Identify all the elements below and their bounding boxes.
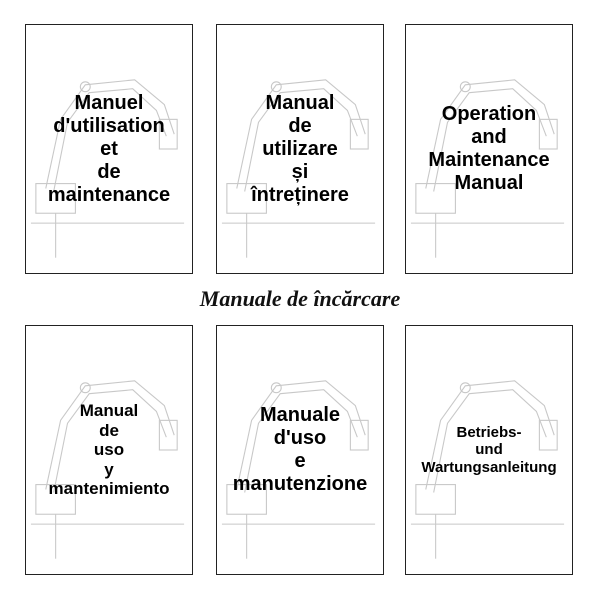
title-line: Betriebs-: [456, 424, 522, 442]
title-line: y: [104, 459, 114, 479]
title-line: and: [471, 126, 507, 148]
title-line: utilizare: [262, 137, 338, 160]
title-line: întreținere: [251, 183, 349, 206]
manual-title: Manual de utilizare și întreținere: [217, 25, 383, 273]
title-line: Manual: [454, 172, 524, 194]
manual-title: Betriebs- und Wartungsanleitung: [406, 326, 572, 574]
title-line: uso: [93, 440, 125, 460]
title-line: de: [97, 160, 121, 183]
manual-title: Operation and Maintenance Manual: [406, 25, 572, 273]
title-line: mantenimiento: [48, 479, 170, 499]
title-line: d'uso: [273, 427, 327, 449]
crane-illustration: [221, 380, 376, 559]
title-line: et: [100, 137, 118, 160]
title-line: d'utilisation: [53, 114, 165, 137]
manual-card-romanian[interactable]: Manual de utilizare și întreținere: [216, 24, 384, 274]
manual-card-english[interactable]: Operation and Maintenance Manual: [405, 24, 573, 274]
title-line: Maintenance: [428, 149, 550, 171]
title-line: e: [294, 450, 306, 472]
manual-title: Manual de uso y mantenimiento: [26, 326, 192, 574]
manual-card-italian[interactable]: Manuale d'uso e manutenzione: [216, 325, 384, 575]
title-line: maintenance: [47, 183, 171, 206]
title-line: und: [475, 441, 503, 459]
crane-illustration: [221, 79, 376, 258]
manual-card-german[interactable]: Betriebs- und Wartungsanleitung: [405, 325, 573, 575]
section-heading: Manuale de încărcare: [199, 286, 401, 311]
title-line: Manual: [265, 91, 335, 114]
manual-title: Manuale d'uso e manutenzione: [217, 326, 383, 574]
title-line: manutenzione: [232, 473, 368, 495]
manual-card-french[interactable]: Manuel d'utilisation et de maintenance: [25, 24, 193, 274]
crane-illustration: [30, 79, 185, 258]
title-line: Operation: [441, 103, 537, 125]
manual-card-spanish[interactable]: Manual de uso y mantenimiento: [25, 325, 193, 575]
title-line: de: [99, 420, 119, 440]
title-line: Wartungsanleitung: [421, 458, 557, 476]
title-line: de: [288, 114, 312, 137]
manual-title: Manuel d'utilisation et de maintenance: [26, 25, 192, 273]
title-line: Manuel: [74, 91, 144, 114]
crane-illustration: [30, 380, 185, 559]
crane-illustration: [410, 79, 565, 258]
crane-illustration: [410, 380, 565, 559]
title-line: Manuale: [259, 404, 341, 426]
title-line: Manual: [79, 401, 139, 421]
title-line: și: [291, 160, 309, 183]
